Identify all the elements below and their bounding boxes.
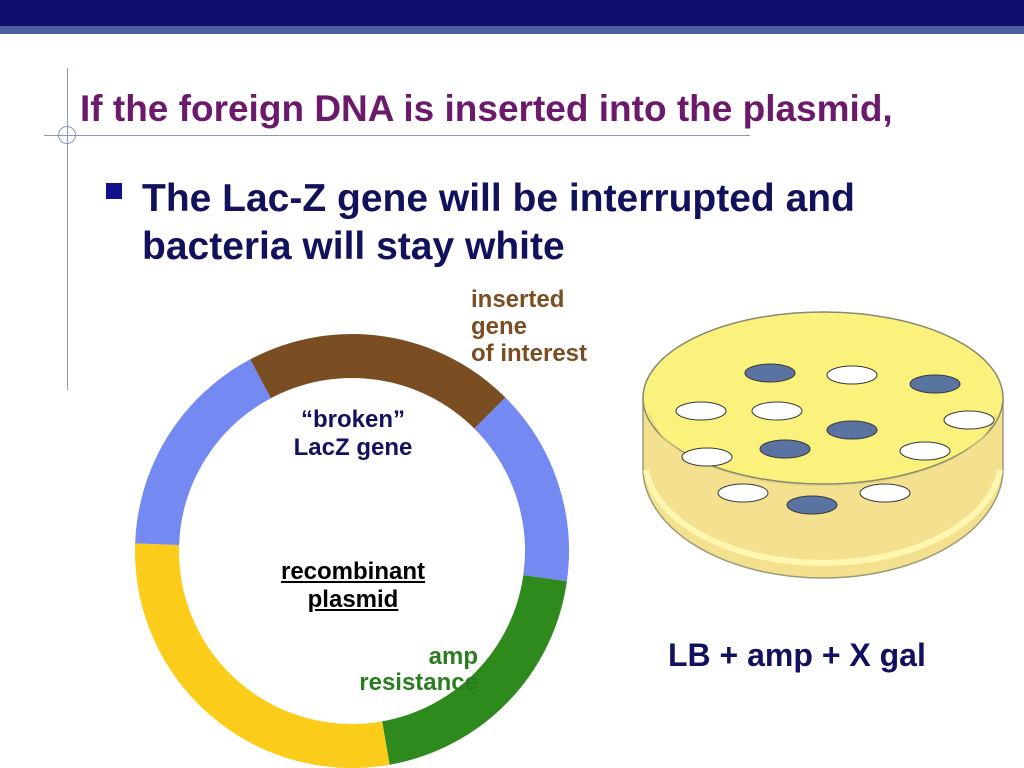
title-rule [44,135,750,136]
inserted-label-line: of interest [471,340,588,367]
white-colony [717,483,769,503]
center-label-line: recombinant [280,558,426,585]
header-stripe [0,26,1024,34]
dish-rim [649,413,997,486]
broken-lacz-label: “broken” LacZ gene [270,406,436,462]
lacz-label-line: “broken” [300,406,405,433]
dish-agar [642,311,1004,485]
white-colony [675,401,727,421]
lacz-segment-right [474,397,569,582]
amp-label-line: resistance [359,669,478,696]
white-colony [826,365,878,385]
inserted-gene-segment [250,334,506,429]
white-colony [751,401,803,421]
left-rule [67,68,68,390]
recombinant-plasmid-label: recombinant plasmid [250,558,456,614]
amp-resistance-segment [381,574,567,765]
blue-colony [909,374,961,394]
header-bar [0,0,1024,26]
bullet-text: The Lac-Z gene will be interrupted and b… [142,177,855,268]
lacz-label-line: LacZ gene [293,434,413,461]
lacz-segment-left [135,359,272,546]
crosshair-ornament [58,126,76,144]
white-colony [899,441,951,461]
center-label-line: plasmid [307,586,399,613]
inserted-label-line: gene [471,313,528,340]
inserted-label-line: inserted [471,286,565,313]
blue-colony [786,495,838,515]
inserted-gene-label: inserted gene of interest [471,286,587,367]
slide-title: If the foreign DNA is inserted into the … [80,88,893,129]
white-colony [681,447,733,467]
blue-colony [759,439,811,459]
blue-colony [744,363,796,383]
amp-resistance-label: amp resistance [318,644,478,696]
dish-base-highlight [643,469,1003,566]
blue-colony [826,420,878,440]
medium-label: LB + amp + X gal [668,637,926,673]
white-colony [943,410,995,430]
bullet-square-icon [106,183,122,199]
yellow-segment [135,543,390,768]
white-colony [859,483,911,503]
amp-label-line: amp [428,643,478,670]
